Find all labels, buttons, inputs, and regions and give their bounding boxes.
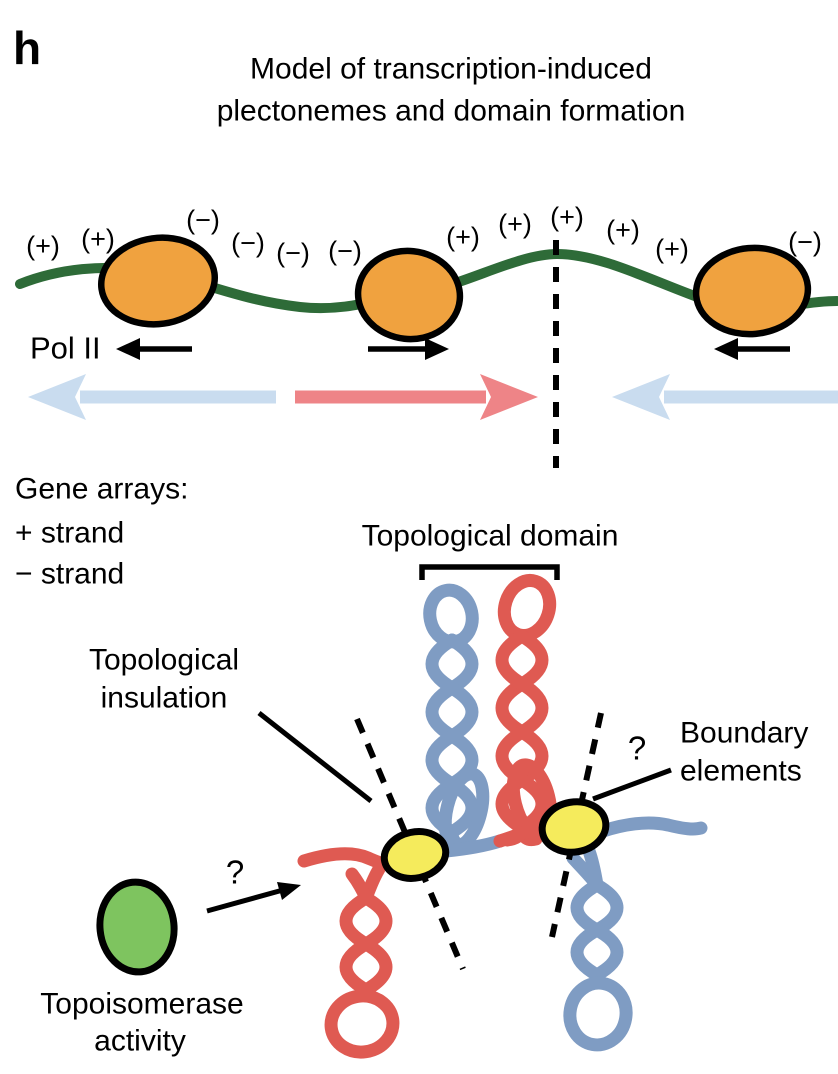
insulation-pointer-line	[257, 711, 373, 803]
supercoil-label: (+)	[498, 209, 532, 239]
panel-label: h	[13, 22, 41, 74]
pol2-direction-arrow-right	[368, 338, 449, 360]
topoisomerase-ellipse	[96, 878, 178, 976]
boundary-pointer-line	[592, 767, 672, 802]
plectoneme-blue-tall	[421, 583, 507, 861]
supercoil-label: (−)	[186, 205, 220, 235]
plectoneme-red-tall	[493, 574, 558, 848]
pol2-ellipse-left	[97, 234, 219, 328]
boundary-question-mark: ?	[628, 730, 646, 767]
figure-title-line2: plectonemes and domain formation	[217, 95, 686, 128]
supercoil-label: (−)	[788, 227, 822, 257]
boundary-element-right	[538, 798, 610, 856]
supercoil-label: (−)	[231, 228, 265, 258]
boundary-elements-label-line2: elements	[680, 755, 802, 788]
legend-plus-strand: + strand	[15, 517, 124, 550]
supercoil-label: (+)	[655, 234, 689, 264]
topological-insulation-label-line1: Topological	[89, 644, 239, 677]
plectoneme-diagram: Topological domain	[40, 520, 808, 1059]
boundary-element-left	[380, 828, 450, 882]
topoisomerase-label-line2: activity	[94, 1025, 186, 1058]
gene-arrays-legend: Gene arrays: + strand − strand	[15, 473, 188, 591]
domain-bracket	[419, 564, 560, 580]
plectoneme-blue-hanging	[563, 816, 708, 1052]
supercoil-label: (+)	[550, 202, 584, 232]
pol2-ellipse-right	[692, 244, 812, 338]
supercoil-label: (+)	[81, 224, 115, 254]
plectoneme-red-hanging	[297, 847, 401, 1059]
legend-minus-strand: − strand	[15, 558, 124, 591]
pol2-ellipse-middle	[354, 247, 464, 343]
supercoil-label: (+)	[606, 215, 640, 245]
topological-insulation-label-line2: insulation	[101, 682, 228, 715]
gene-array-arrow-minus-right	[612, 374, 838, 420]
pol2-direction-arrow-left	[116, 338, 192, 360]
supercoil-label: (+)	[26, 231, 60, 261]
supercoil-label: (−)	[328, 236, 362, 266]
boundary-elements-label-line1: Boundary	[680, 717, 808, 750]
topoisomerase-question-mark: ?	[226, 854, 244, 891]
topoisomerase-arrow	[206, 882, 301, 914]
pol2-label: Pol II	[30, 331, 101, 366]
legend-heading: Gene arrays:	[15, 473, 188, 506]
pol2-direction-arrow-left2	[714, 338, 790, 360]
figure-title-line1: Model of transcription-induced	[250, 53, 652, 86]
transcription-track: (+) (+) (−) (−) (−) (−) (+) (+) (+) (+) …	[15, 202, 838, 468]
gene-array-arrow-minus-left	[28, 374, 276, 420]
gene-array-arrow-plus	[295, 374, 538, 420]
supercoil-label: (−)	[276, 238, 310, 268]
supercoil-label: (+)	[446, 222, 480, 252]
supercoil-labels: (+) (+) (−) (−) (−) (−) (+) (+) (+) (+) …	[26, 202, 822, 268]
topological-domain-label: Topological domain	[362, 520, 619, 553]
topoisomerase-label-line1: Topoisomerase	[40, 988, 243, 1021]
